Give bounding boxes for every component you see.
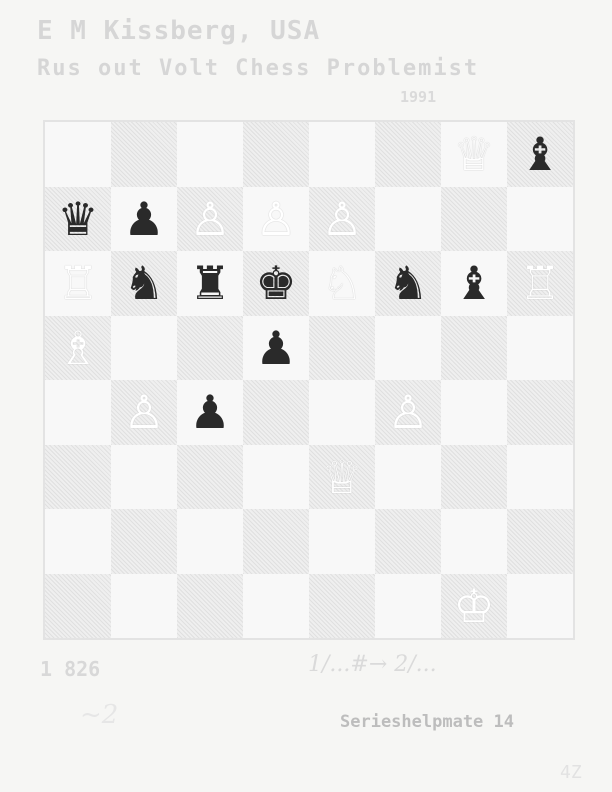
square-g6: ♝: [441, 251, 507, 316]
square-c1: [177, 573, 243, 638]
white-piece-icon: ♕: [321, 449, 363, 504]
square-h4: [507, 380, 573, 445]
problem-number: 1 826: [40, 657, 101, 681]
problem-year: 1991: [400, 88, 437, 106]
square-d8: [243, 122, 309, 187]
square-f8: [375, 122, 441, 187]
square-c2: [177, 509, 243, 574]
square-b3: [111, 444, 177, 509]
black-piece-icon: ♝: [453, 256, 495, 311]
square-e7: ♙: [309, 186, 375, 251]
problem-source: Rus out Volt Chess Problemist: [37, 56, 480, 81]
square-c8: [177, 122, 243, 187]
square-a7: ♛: [45, 186, 111, 251]
black-piece-icon: ♜: [189, 256, 231, 311]
square-b7: ♟: [111, 186, 177, 251]
square-c6: ♜: [177, 251, 243, 316]
square-a5: ♗: [45, 315, 111, 380]
black-piece-icon: ♟: [123, 191, 165, 246]
square-d4: [243, 380, 309, 445]
square-f4: ♙: [375, 380, 441, 445]
square-e1: [309, 573, 375, 638]
square-g1: ♔: [441, 573, 507, 638]
square-h2: [507, 509, 573, 574]
white-piece-icon: ♗: [57, 320, 99, 375]
square-d2: [243, 509, 309, 574]
square-h1: [507, 573, 573, 638]
problem-author: E M Kissberg, USA: [37, 16, 321, 46]
square-g4: [441, 380, 507, 445]
square-d1: [243, 573, 309, 638]
square-e3: ♕: [309, 444, 375, 509]
square-a3: [45, 444, 111, 509]
square-f6: ♞: [375, 251, 441, 316]
square-c5: [177, 315, 243, 380]
square-g3: [441, 444, 507, 509]
white-piece-icon: ♕: [453, 127, 495, 182]
black-piece-icon: ♞: [387, 256, 429, 311]
square-c7: ♙: [177, 186, 243, 251]
square-b1: [111, 573, 177, 638]
square-h3: [507, 444, 573, 509]
square-h5: [507, 315, 573, 380]
square-f5: [375, 315, 441, 380]
square-b8: [111, 122, 177, 187]
square-h7: [507, 186, 573, 251]
square-f3: [375, 444, 441, 509]
white-piece-icon: ♘: [321, 256, 363, 311]
square-d3: [243, 444, 309, 509]
white-piece-icon: ♔: [453, 578, 495, 633]
black-piece-icon: ♞: [123, 256, 165, 311]
corner-mark: 4Z: [560, 762, 582, 783]
square-e6: ♘: [309, 251, 375, 316]
square-f1: [375, 573, 441, 638]
square-a6: ♖: [45, 251, 111, 316]
white-piece-icon: ♙: [321, 191, 363, 246]
black-piece-icon: ♛: [57, 191, 99, 246]
square-f2: [375, 509, 441, 574]
square-g8: ♕: [441, 122, 507, 187]
handwritten-solution: 1/...#→ 2/...: [308, 652, 437, 677]
white-piece-icon: ♖: [57, 256, 99, 311]
square-d6: ♚: [243, 251, 309, 316]
square-c4: ♟: [177, 380, 243, 445]
square-a1: [45, 573, 111, 638]
square-e5: [309, 315, 375, 380]
square-b6: ♞: [111, 251, 177, 316]
square-g2: [441, 509, 507, 574]
square-h8: ♝: [507, 122, 573, 187]
square-a2: [45, 509, 111, 574]
square-b5: [111, 315, 177, 380]
square-e8: [309, 122, 375, 187]
square-a4: [45, 380, 111, 445]
white-piece-icon: ♙: [255, 191, 297, 246]
square-f7: [375, 186, 441, 251]
white-piece-icon: ♙: [387, 385, 429, 440]
square-g5: [441, 315, 507, 380]
stipulation-note: Serieshelpmate 14: [340, 712, 514, 732]
square-e4: [309, 380, 375, 445]
square-h6: ♖: [507, 251, 573, 316]
square-b2: [111, 509, 177, 574]
black-piece-icon: ♝: [519, 127, 561, 182]
square-c3: [177, 444, 243, 509]
square-d7: ♙: [243, 186, 309, 251]
black-piece-icon: ♟: [255, 320, 297, 375]
square-a8: [45, 122, 111, 187]
white-piece-icon: ♙: [189, 191, 231, 246]
white-piece-icon: ♙: [123, 385, 165, 440]
black-piece-icon: ♚: [255, 256, 297, 311]
square-b4: ♙: [111, 380, 177, 445]
handwritten-scribble: ~2: [80, 700, 119, 730]
white-piece-icon: ♖: [519, 256, 561, 311]
black-piece-icon: ♟: [189, 385, 231, 440]
square-d5: ♟: [243, 315, 309, 380]
square-e2: [309, 509, 375, 574]
square-g7: [441, 186, 507, 251]
chess-board: ♕ ♝ ♛ ♟ ♙ ♙ ♙ ♖ ♞ ♜ ♚ ♘ ♞ ♝ ♖ ♗ ♟ ♙ ♟ ♙ ♕ ♔: [43, 120, 575, 640]
